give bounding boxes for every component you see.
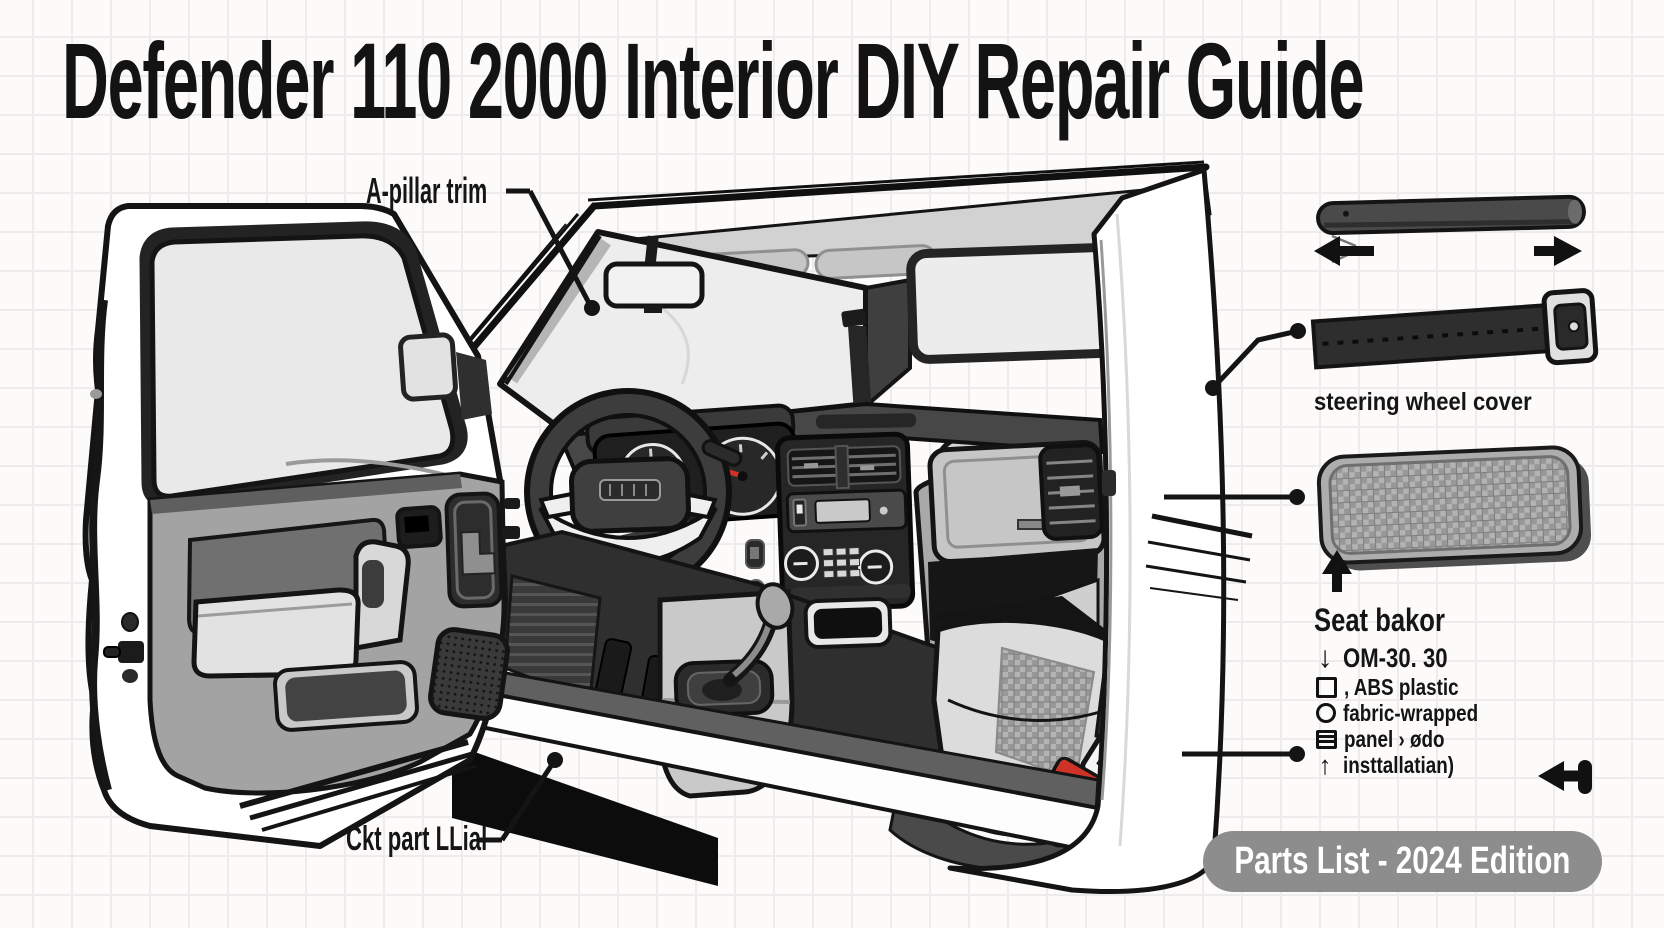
- parts-list-item: fabric-wrapped: [1314, 700, 1614, 726]
- door-armrest: [191, 587, 361, 679]
- leader-sill: [479, 752, 563, 843]
- label-a-pillar-trim: A-pillar trim: [366, 170, 488, 211]
- door-speaker: [428, 627, 510, 721]
- leader-a-pillar: [506, 188, 600, 316]
- sill-protector: [452, 744, 718, 886]
- circle-icon: [1316, 703, 1336, 723]
- parts-list-item: panel › ødo: [1314, 726, 1614, 752]
- leader-lines: [479, 188, 1306, 843]
- parts-item-label: OM-30. 30: [1343, 642, 1448, 673]
- part-trim-bar: [1316, 194, 1586, 236]
- parts-list-item: ↓ OM-30. 30: [1314, 641, 1614, 674]
- striker-plate: [1102, 470, 1116, 496]
- open-box-icon: [1316, 676, 1337, 698]
- edition-badge: Parts List - 2024 Edition: [1203, 831, 1602, 892]
- parts-item-label: , ABS plastic: [1344, 673, 1459, 700]
- door-hinges: [103, 612, 144, 683]
- part-floor-mat: [1316, 445, 1592, 571]
- open-door: [82, 203, 510, 849]
- door-window-glass: [149, 233, 456, 499]
- rearview-mirror: [603, 235, 705, 313]
- speed-lines: [1145, 513, 1253, 601]
- parts-list-heading: Seat bakor: [1314, 602, 1445, 638]
- parts-item-label: insttallatian): [1343, 751, 1455, 778]
- parts-list-item: ↑ insttallatian): [1314, 749, 1614, 780]
- turn-signal-stalk: [701, 439, 743, 467]
- leader-panel-row: [1182, 746, 1305, 762]
- door-handle-recess: [395, 505, 443, 549]
- door-edge-trim: [444, 491, 504, 609]
- arrow-left-bar-icon: [1538, 760, 1592, 794]
- door-pocket: [285, 670, 407, 722]
- panel-icon: [1316, 729, 1337, 749]
- arrow-up-icon: ↑: [1318, 749, 1332, 780]
- car-interior-illustration: [82, 160, 1599, 894]
- parts-list-item: , ABS plastic: [1314, 674, 1614, 700]
- arrow-up-icon: [1322, 550, 1352, 592]
- expand-arrows: [1314, 234, 1582, 266]
- gear-knob: [755, 582, 795, 630]
- page-title: Defender 110 2000 Interior DIY Repair Gu…: [62, 20, 1365, 141]
- door-aperture-frame: [947, 167, 1227, 894]
- part-seatbelt-strap: [1310, 288, 1599, 370]
- center-stack: [775, 431, 916, 613]
- side-air-vent: [1038, 443, 1104, 541]
- parts-list: ↓ OM-30. 30 , ABS plastic fabric-wrapped…: [1314, 641, 1614, 780]
- label-sill-part: Ckt part LLial: [346, 820, 488, 858]
- parts-item-label: fabric-wrapped: [1343, 699, 1479, 726]
- parts-item-label: panel › ødo: [1344, 725, 1445, 752]
- latch-hardware: [504, 498, 520, 509]
- edition-badge-label: Parts List - 2024 Edition: [1234, 840, 1571, 882]
- label-steering-wheel-cover: steering wheel cover: [1314, 388, 1532, 416]
- side-mirror: [398, 332, 458, 402]
- arrow-down-icon: ↓: [1317, 641, 1333, 674]
- leader-mat: [1164, 489, 1305, 505]
- leader-strap: [1205, 323, 1306, 396]
